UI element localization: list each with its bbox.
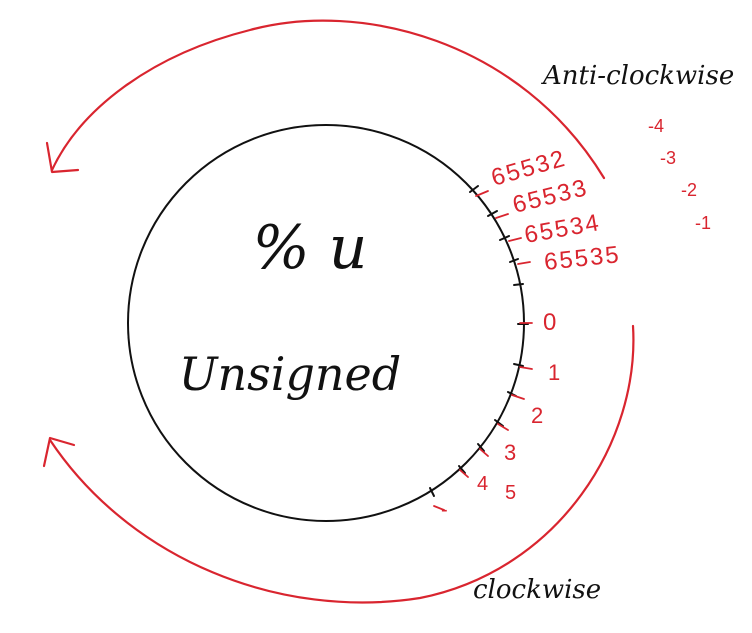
format-specifier: % u [253,213,368,283]
unsigned-value-label: 4 [477,473,490,495]
clockwise-label: clockwise [473,575,601,605]
signed-value-label: -1 [695,213,711,233]
tick-mark [509,258,519,263]
label-leader-dash [508,237,522,242]
signed-value-label: -4 [648,116,664,136]
tick-mark [469,185,479,193]
unsigned-value-label: 65534 [522,209,602,249]
unsigned-value-label: 1 [548,360,562,385]
tick-mark [494,419,504,427]
anti-clockwise-arrow [50,19,606,180]
label-leader-dash [433,505,445,511]
tick-mark [499,235,510,241]
unsigned-value-label: 3 [504,440,518,465]
value-circle [127,124,525,522]
label-leader-dash [517,261,531,265]
clockwise-arrowhead [42,436,76,468]
unsigned-value-label: 65535 [543,241,622,276]
signed-value-label: -3 [660,148,676,168]
label-leader-dash [519,366,533,370]
label-leader-dash [511,394,525,400]
unsigned-value-label: 0 [543,309,558,336]
clockwise-arrow [48,324,635,604]
label-leader-dash [497,423,509,431]
unsigned-value-label: 5 [505,482,518,504]
anti-clockwise-arrowhead [45,141,80,174]
tick-mark [513,363,524,367]
unsigned-value-label: 2 [531,403,545,428]
type-label: Unsigned [179,347,401,401]
label-leader-dash [495,213,509,219]
tick-mark [477,443,485,452]
tick-mark [458,465,466,474]
signed-value-label: -2 [681,180,697,200]
tick-mark [513,283,524,286]
anti-clockwise-label: Anti-clockwise [541,61,734,91]
trailing-mark: - [441,499,448,521]
value-ticks [429,185,529,497]
label-leader-dash [459,469,469,478]
tick-mark [487,210,498,217]
label-leader-dash [475,190,489,197]
tick-mark [429,487,435,497]
label-leader-dash [479,448,489,457]
direction-arrows [42,19,635,604]
